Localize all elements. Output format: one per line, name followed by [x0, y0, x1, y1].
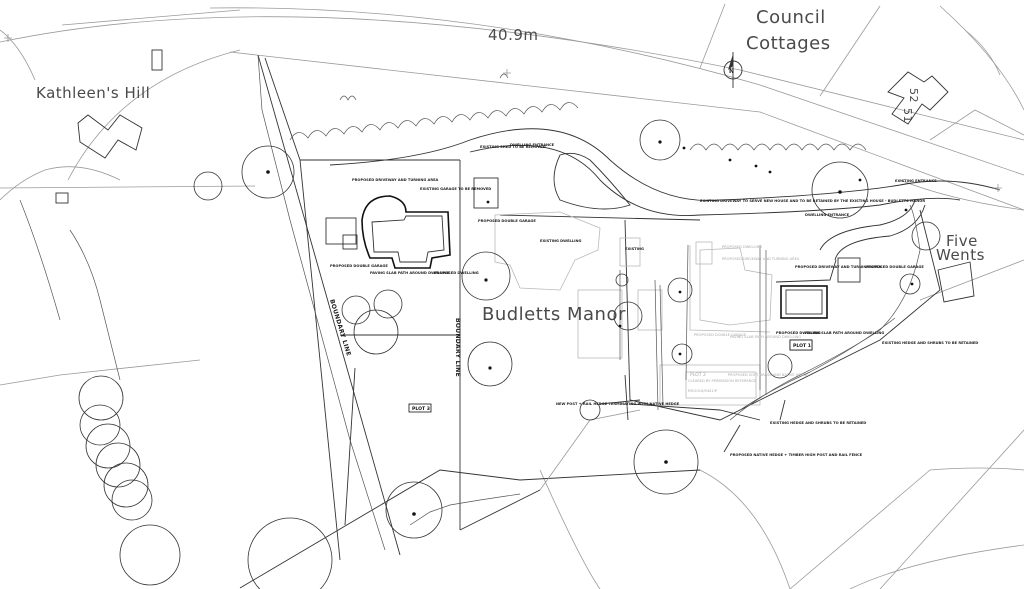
kathleens-hill-label: Kathleen's Hill	[36, 84, 150, 102]
plot3-dwelling	[325, 177, 499, 269]
annotations: PROPOSED DRIVEWAY AND TURNING AREA PROPO…	[330, 143, 978, 457]
ann-new-post-rail: NEW POST + RAIL HEDGE TERMINATING WITH N…	[556, 402, 680, 406]
plot2-note: CLEARED BY PERMISSION REFERENCE	[688, 379, 757, 383]
house-number-51: 51	[901, 108, 914, 123]
plot2-ghost-dwelling	[659, 241, 773, 406]
boundary-labels: BOUNDARY LINE BOUNDARY LINE	[328, 299, 461, 377]
existing-buildings	[494, 211, 663, 359]
ann-existing-garage-removed: EXISTING GARAGE TO BE REMOVED	[420, 187, 491, 191]
ann-paving-slab-right: PAVING SLAB PATH AROUND DWELLING	[805, 331, 884, 335]
ann-existing-driveway-note: EXISTING DRIVEWAY TO SERVE NEW HOUSE AND…	[700, 199, 925, 203]
plot3-label: PLOT 3	[412, 406, 430, 412]
ann-existing-hedge-retained: EXISTING HEDGE AND SHRUBS TO BE RETAINED	[882, 341, 978, 345]
ann-existing-hedge-retained-2: EXISTING HEDGE AND SHRUBS TO BE RETAINED	[770, 421, 866, 425]
council-cottages-label-1: Council	[756, 7, 826, 28]
ann-paving-slab-left: PAVING SLAB PATH AROUND DWELLING	[370, 271, 449, 275]
driveway	[329, 128, 1001, 261]
road-width-label: 40.9m	[488, 26, 539, 44]
north-arrow-icon: N	[723, 52, 743, 88]
ann-proposed-double-garage-left: PROPOSED DOUBLE GARAGE	[330, 264, 388, 268]
five-wents-label-1: Five	[946, 232, 978, 250]
top-hedge	[289, 73, 867, 151]
ann-proposed-dwelling-right: PROPOSED DWELLING	[776, 331, 821, 335]
site-boundaries	[239, 54, 941, 589]
ann-dwelling-entrance: DWELLING ENTRANCE	[510, 143, 555, 147]
plot2-ref: RR/2016/0441/P	[688, 389, 718, 393]
plot1-label-box	[789, 339, 813, 351]
plot2-label: PLOT 2	[690, 372, 706, 378]
ann-proposed-dwelling-ghost: PROPOSED DWELLING	[722, 245, 762, 249]
ann-proposed-double-garage-mid: PROPOSED DOUBLE GARAGE	[478, 219, 536, 223]
ann-existing-entrance: EXISTING ENTRANCE	[895, 179, 937, 183]
ann-proposed-double-garage-ghost: PROPOSED DOUBLE GARAGE	[694, 333, 747, 337]
plot3-label-box	[408, 403, 432, 413]
ann-proposed-double-garage-right: PROPOSED DOUBLE GARAGE	[866, 265, 924, 269]
plot1-label: PLOT 1	[793, 343, 811, 349]
ann-proposed-dwelling-left: PROPOSED DWELLING	[434, 271, 479, 275]
ann-paving-ghost: PAVING SLAB PATH AROUND DWELLING	[730, 335, 801, 339]
right-hedge	[619, 204, 921, 421]
crosshair-markers	[4, 34, 1002, 192]
ann-proposed-driveway-right: PROPOSED DRIVEWAY AND TURNING AREA	[795, 265, 882, 269]
trees	[78, 119, 941, 589]
five-wents-label-2: Wents	[936, 246, 985, 264]
leader-lines	[599, 374, 786, 453]
ann-existing-dwelling: EXISTING DWELLING	[540, 239, 581, 243]
left-tree-lines	[19, 54, 521, 551]
council-cottages-label-2: Cottages	[746, 33, 831, 54]
ann-proposed-grass-ghost: PROPOSED SOFT GRASS AND NATIVE HEDGE	[728, 373, 809, 377]
boundary-line-left-label: BOUNDARY LINE	[328, 299, 352, 357]
ann-existing-shed-removed: EXISTING SHED TO BE REMOVED	[480, 145, 546, 149]
ann-proposed-driveway-ghost: PROPOSED DRIVEWAY AND TURNING AREA	[722, 257, 800, 261]
house-number-52: 52	[907, 88, 920, 103]
plot-labels: PLOT 3 PLOT 1 PLOT 2 CLEARED BY PERMISSI…	[408, 339, 813, 413]
ann-dwelling-entrance-right: DWELLING ENTRANCE	[805, 213, 850, 217]
ann-existing-small: EXISTING	[625, 247, 644, 251]
boundary-line-middle-label: BOUNDARY LINE	[454, 318, 461, 377]
budletts-manor-label: Budletts Manor	[482, 304, 626, 325]
base-map-lines	[0, 3, 1024, 589]
ann-proposed-driveway-left: PROPOSED DRIVEWAY AND TURNING AREA	[352, 178, 439, 182]
north-label: N	[729, 68, 734, 75]
place-labels: 40.9m Council Cottages Kathleen's Hill F…	[36, 7, 985, 325]
ann-proposed-native-hedge: PROPOSED NATIVE HEDGE + TIMBER HIGH POST…	[730, 453, 863, 457]
